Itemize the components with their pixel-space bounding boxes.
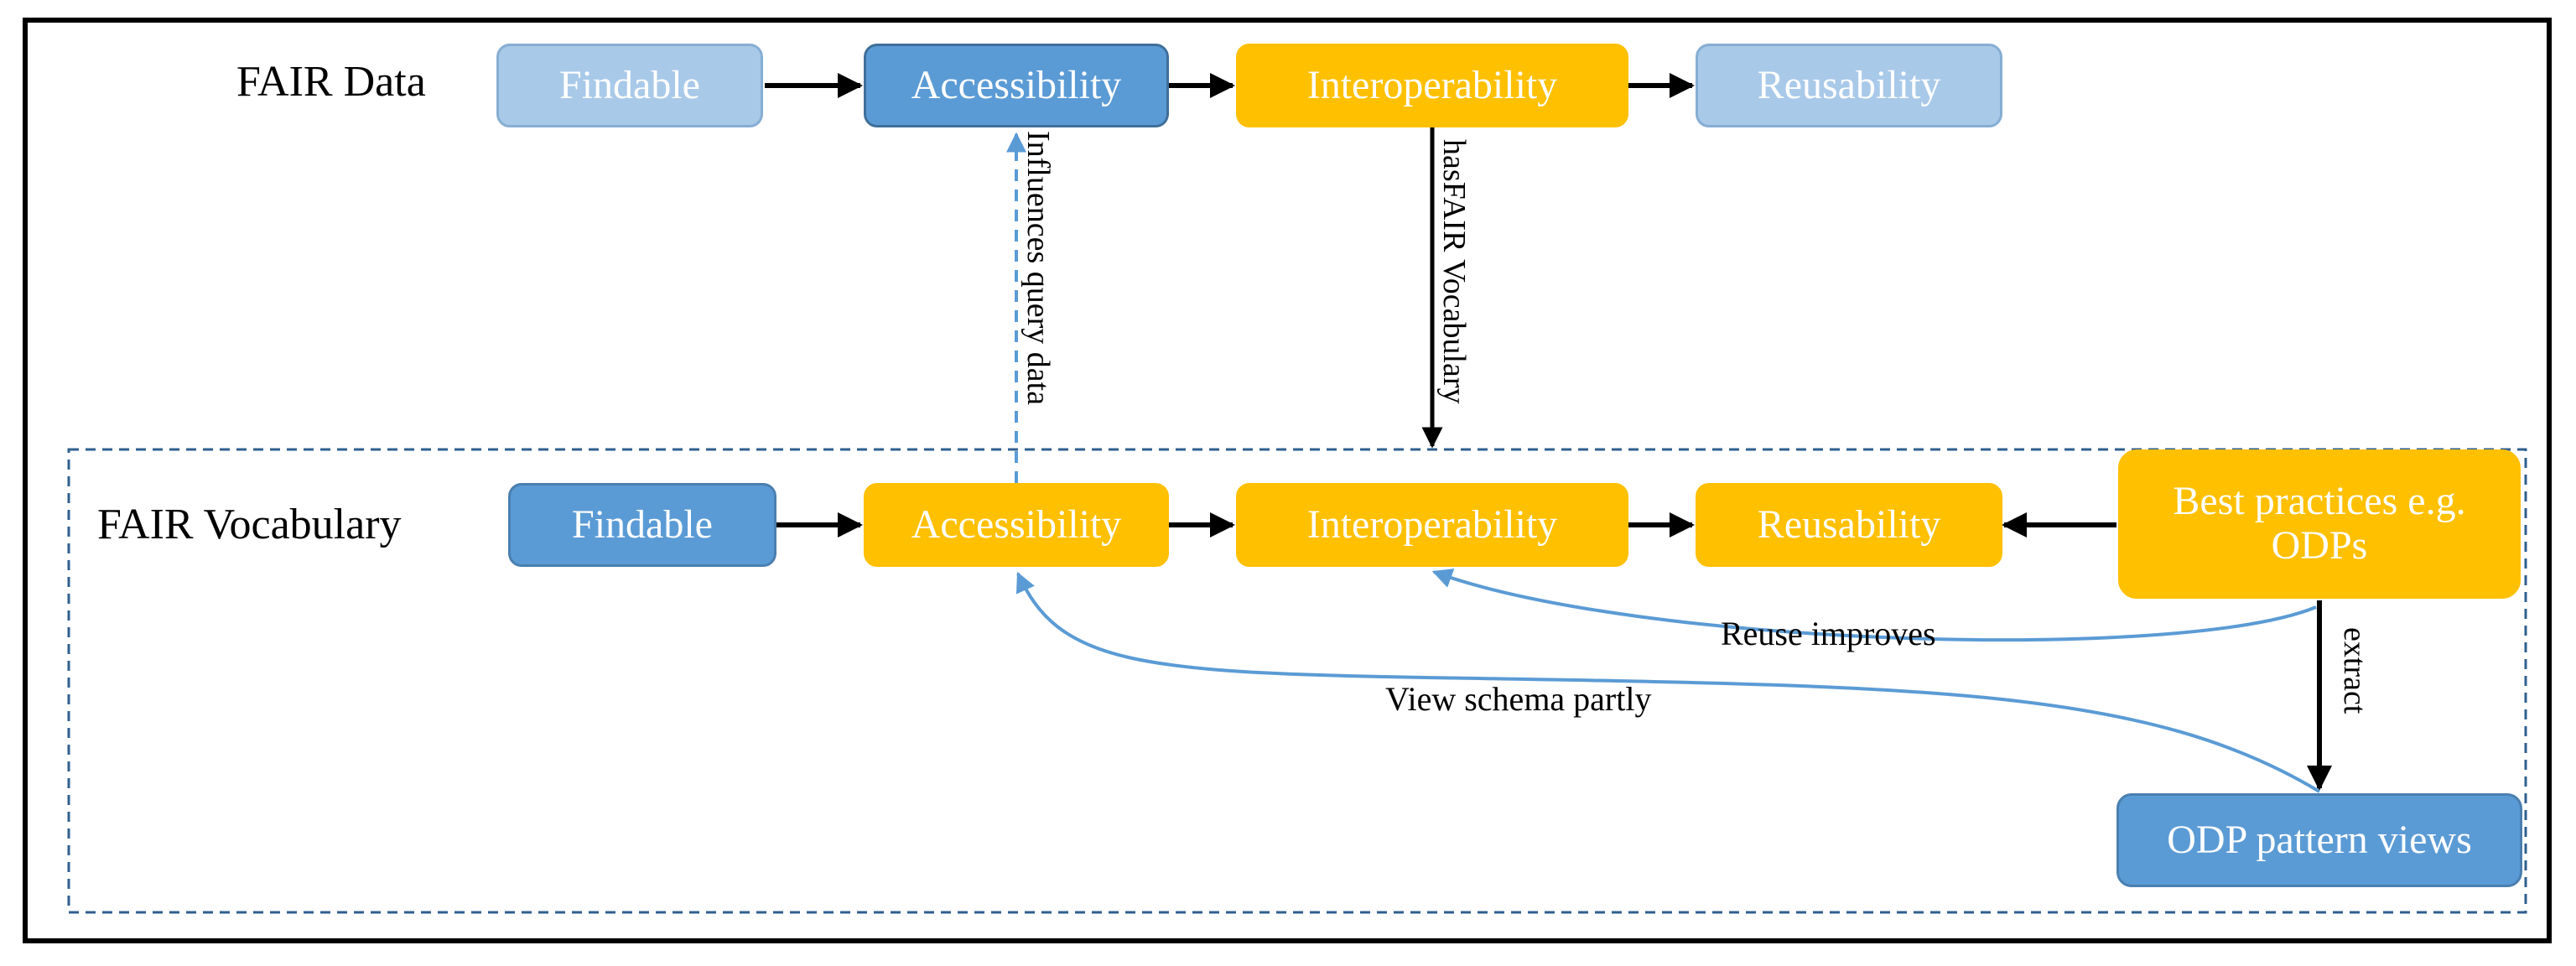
arrow-view-schema-partly [1015, 571, 2321, 793]
fair-vocab-reusability-node[interactable]: Reusability [1696, 483, 2002, 567]
fair-vocab-accessibility-node[interactable]: Accessibility [864, 483, 1169, 567]
best-practices-node[interactable]: Best practices e.g. ODPs [2118, 449, 2521, 599]
outer-frame [23, 18, 2552, 943]
fair-data-reusability-node[interactable]: Reusability [1696, 44, 2002, 127]
fair-vocabulary-region [67, 448, 2527, 914]
extract-label: extract [2337, 627, 2372, 714]
fair-vocabulary-label: FAIR Vocabulary [97, 501, 402, 548]
view-schema-partly-label: View schema partly [1385, 680, 1652, 718]
fair-data-accessibility-node[interactable]: Accessibility [864, 44, 1169, 127]
fair-vocab-findable-node[interactable]: Findable [508, 483, 776, 567]
fair-data-findable-node[interactable]: Findable [496, 44, 763, 127]
fair-data-label: FAIR Data [236, 58, 426, 106]
fair-vocab-interoperability-node[interactable]: Interoperability [1236, 483, 1628, 567]
fair-data-interoperability-node[interactable]: Interoperability [1236, 44, 1628, 127]
arrow-reuse-improves [1431, 569, 2317, 642]
reuse-improves-label: Reuse improves [1721, 615, 1936, 652]
has-fair-vocabulary-label: hasFAIR Vocabulary [1436, 139, 1472, 404]
odp-pattern-views-node[interactable]: ODP pattern views [2116, 793, 2522, 887]
influences-query-data-label: Influences query data [1021, 131, 1056, 406]
